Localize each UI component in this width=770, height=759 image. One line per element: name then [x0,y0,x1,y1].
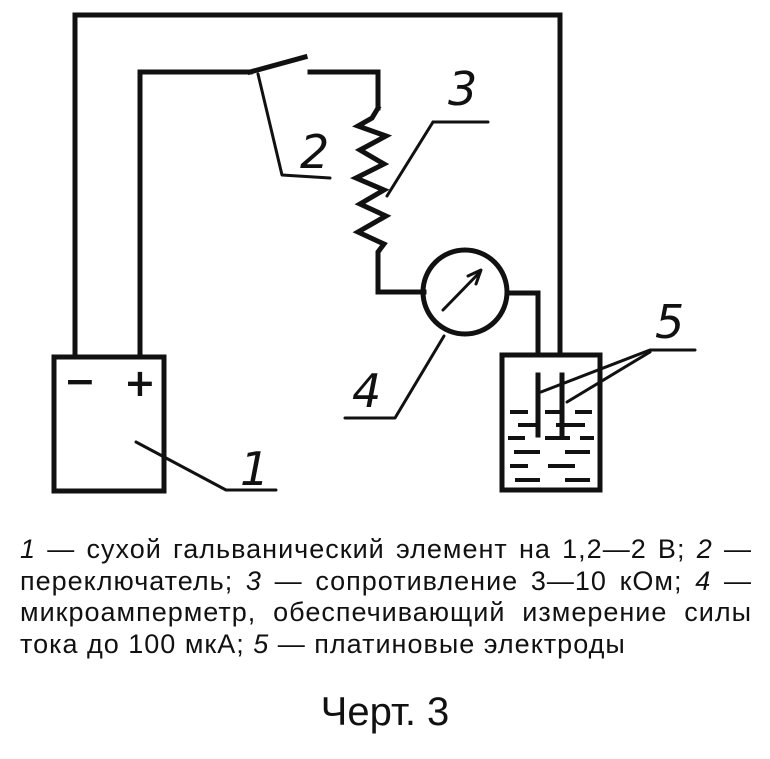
inner-wire-to-switch [137,69,253,358]
plus-sign: + [124,361,156,405]
minus-sign: − [64,359,96,403]
caption-item-1: сухой гальванический элемент на 1,2—2 В; [86,534,686,564]
label-4: 4 [352,364,381,418]
figure-caption: 1 — сухой гальванический элемент на 1,2—… [20,534,752,660]
caption-text: 1 — сухой гальванический элемент на 1,2—… [20,534,752,659]
caption-num-3: 3 [245,565,262,596]
caption-item-2: переключатель; [20,565,234,596]
microammeter [420,247,541,358]
figure-title: Черт. 3 [320,690,450,734]
label-5: 5 [655,295,684,349]
caption-num-2: 2 [696,534,713,564]
caption-item-3: сопротивление 3—10 кОм; [315,565,683,596]
caption-item-5: платиновые электроды [314,628,626,659]
liquid [508,410,594,482]
label-2: 2 [300,125,329,179]
caption-num-5: 5 [253,628,270,659]
outer-wire [72,12,563,358]
leader-lines [134,72,697,492]
caption-num-4: 4 [695,565,712,596]
circuit-diagram: − + 2 3 4 1 5 [51,12,697,496]
battery: − + [51,354,167,494]
switch [246,53,381,111]
label-3: 3 [448,62,477,116]
caption-item-4: микроамперметр, обеспечивающий измерение… [20,597,752,659]
label-1: 1 [240,442,269,496]
resistor [350,104,427,295]
caption-num-1: 1 [20,534,37,564]
